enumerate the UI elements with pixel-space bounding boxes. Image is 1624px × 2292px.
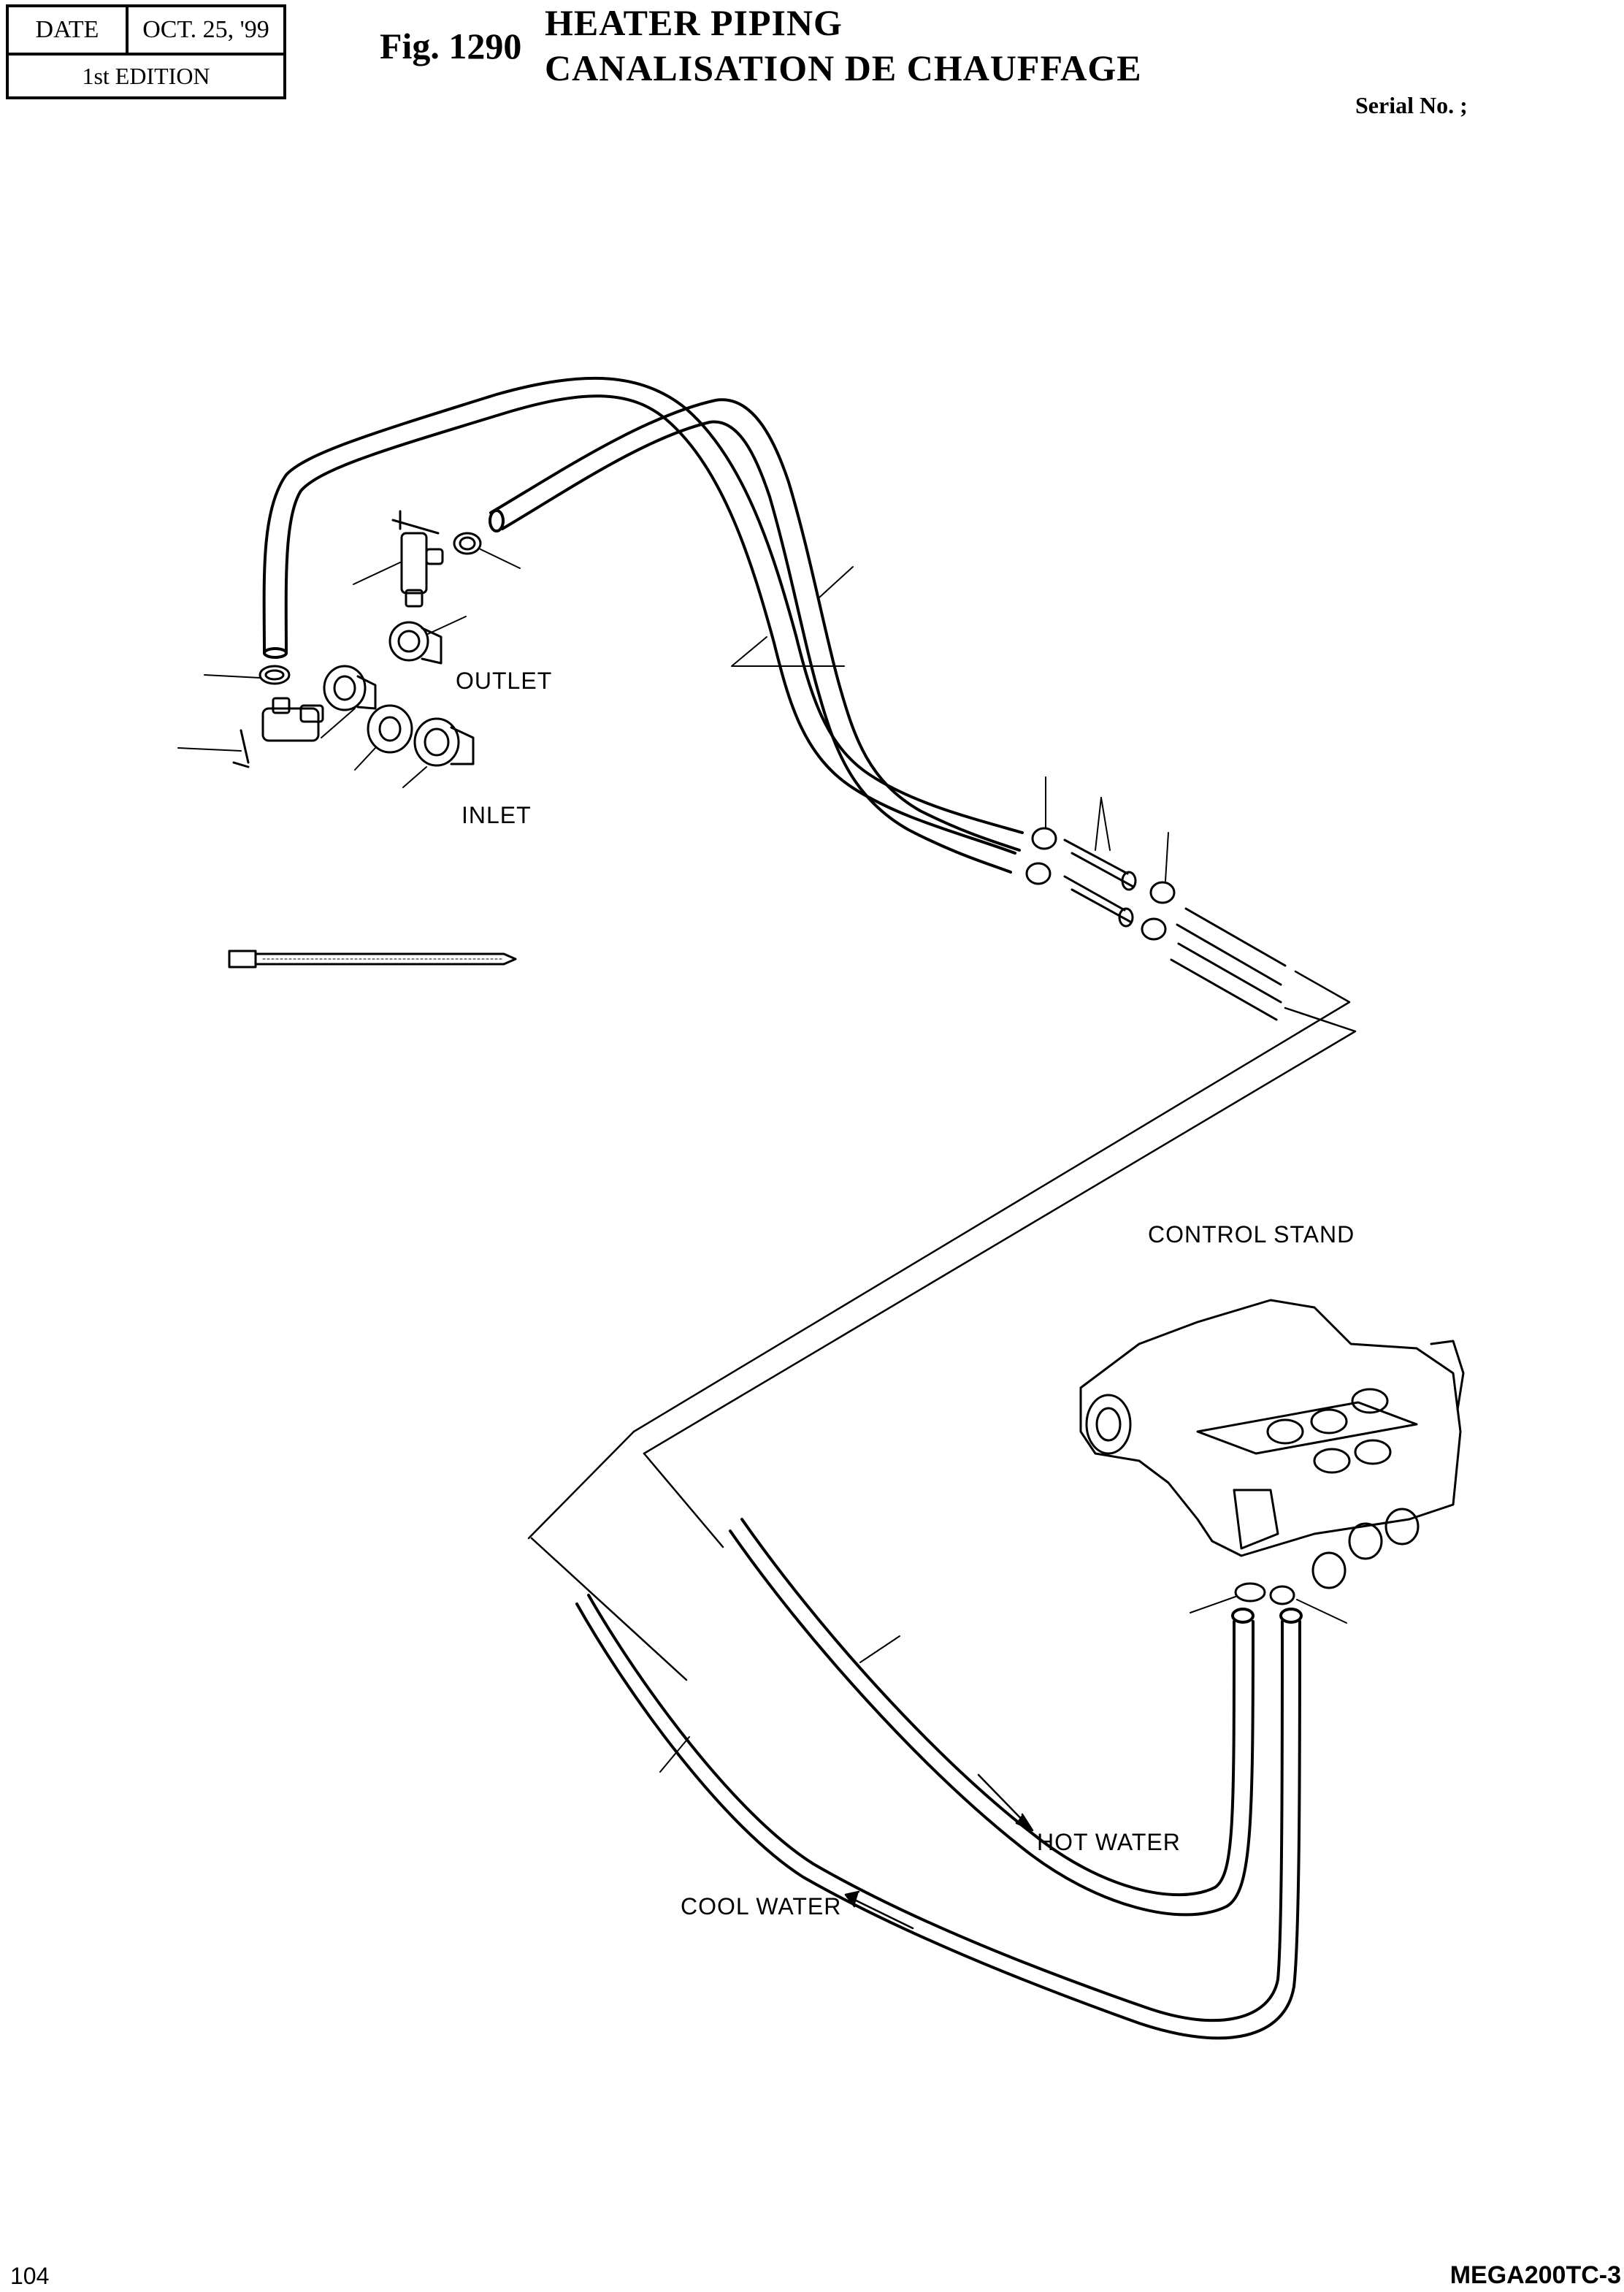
upper-hose bbox=[264, 378, 1022, 872]
control-stand-label: CONTROL STAND bbox=[1148, 1221, 1355, 1248]
washer bbox=[355, 706, 412, 770]
inlet-plug bbox=[403, 719, 473, 787]
serial-number-label: Serial No. ; bbox=[1355, 92, 1468, 118]
hot-water-hose-outer bbox=[730, 1531, 1253, 1914]
edition-label: 1st EDITION bbox=[82, 62, 210, 89]
outlet-hose-inner bbox=[502, 422, 1011, 872]
mid-joints bbox=[1027, 777, 1285, 1020]
outlet-label: OUTLET bbox=[456, 668, 553, 694]
drain-cock-upper bbox=[353, 511, 443, 606]
upper-hose-end-left bbox=[264, 649, 286, 657]
phantom-lines bbox=[529, 971, 1355, 1680]
fittings-cluster bbox=[178, 511, 520, 787]
drain-cock-lower bbox=[178, 698, 323, 767]
cool-water-arrow bbox=[847, 1896, 913, 1928]
cool-water-arrowhead bbox=[846, 1892, 859, 1906]
hose-clamp-outlet bbox=[454, 533, 520, 568]
outlet-fitting bbox=[390, 616, 466, 663]
revision-box: DATE OCT. 25, '99 1st EDITION bbox=[6, 4, 286, 99]
date-label: DATE bbox=[9, 7, 129, 53]
revision-row-date: DATE OCT. 25, '99 bbox=[9, 7, 283, 56]
cool-water-label: COOL WATER bbox=[681, 1893, 842, 1919]
date-value: OCT. 25, '99 bbox=[142, 16, 269, 43]
inlet-fitting-hex bbox=[321, 666, 375, 738]
title-french: CANALISATION DE CHAUFFAGE bbox=[545, 47, 1142, 88]
upper-hose-outline-inner bbox=[286, 396, 1015, 853]
cool-water-hose-outer bbox=[577, 1604, 1300, 2038]
outlet-hose-outer bbox=[491, 400, 1019, 850]
leader-line bbox=[732, 637, 767, 666]
cool-water-hose-inner bbox=[589, 1595, 1282, 2020]
flow-arrows bbox=[846, 1775, 1033, 1928]
cable-tie bbox=[229, 951, 516, 967]
outlet-hose-end bbox=[490, 511, 503, 531]
hot-water-hose-inner bbox=[742, 1519, 1234, 1895]
lower-hoses bbox=[577, 1519, 1301, 2038]
hose-clamp-left bbox=[204, 666, 289, 684]
hot-water-arrowhead bbox=[1016, 1814, 1033, 1830]
title-english: HEATER PIPING bbox=[545, 2, 843, 43]
leader-line bbox=[819, 567, 853, 597]
inlet-label: INLET bbox=[461, 802, 532, 828]
control-stand bbox=[1081, 1300, 1463, 1623]
figure-number: Fig. 1290 bbox=[380, 26, 522, 66]
model-code: MEGA200TC-3 bbox=[1449, 2261, 1621, 2289]
page-number: 104 bbox=[10, 2263, 50, 2289]
hot-water-label: HOT WATER bbox=[1037, 1829, 1181, 1855]
